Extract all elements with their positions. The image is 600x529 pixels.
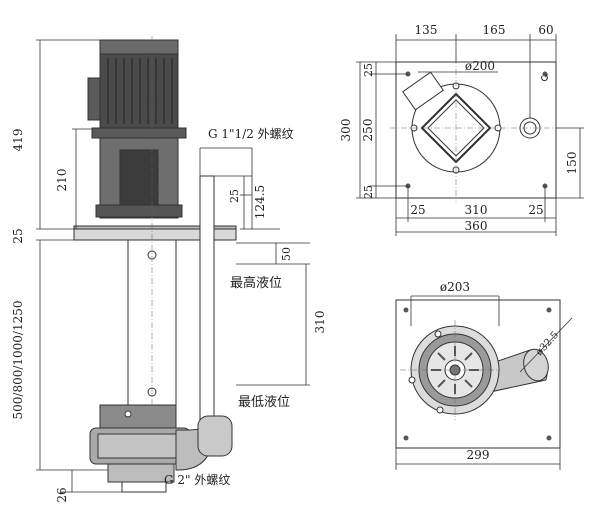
bottom-hole-bl xyxy=(403,435,409,441)
motor-flange xyxy=(91,127,187,139)
coupling-window xyxy=(119,149,159,207)
dim-124-5: 124.5 xyxy=(253,185,267,219)
dim-diameter-200: ø200 xyxy=(465,59,495,73)
dim-bottom-25: 25 xyxy=(362,185,375,199)
motor-top-cap xyxy=(99,39,179,55)
terminal-box-top xyxy=(402,71,444,111)
inlet-thread-label: G 2" 外螺纹 xyxy=(164,473,230,487)
dim-210: 210 xyxy=(55,169,69,192)
pump-casing-top xyxy=(99,404,177,430)
motor-body xyxy=(99,39,179,129)
dim-310-level: 310 xyxy=(313,311,327,334)
side-left-dimensions xyxy=(36,39,122,493)
max-level-label: 最高液位 xyxy=(230,275,282,291)
top-view: ↺ 135 165 60 ø200 300 xyxy=(339,23,584,236)
discharge-pipe xyxy=(199,175,215,433)
suction-inlet xyxy=(121,481,167,493)
dim-left-25: 25 xyxy=(410,203,425,217)
dim-immersion-lengths: 500/800/1000/1250 xyxy=(11,300,25,419)
rotation-mark: ↺ xyxy=(540,71,550,85)
outlet-thread-label: G 1"1/2 外螺纹 xyxy=(208,127,294,141)
dim-360: 360 xyxy=(465,219,488,233)
motor-cooling-fins xyxy=(107,58,173,124)
top-view-dimensions xyxy=(356,34,584,236)
dim-diameter-203: ø203 xyxy=(440,280,470,294)
bottom-hole-br xyxy=(546,435,552,441)
dim-50: 50 xyxy=(280,247,293,261)
dim-250: 250 xyxy=(361,119,375,142)
bottom-hole-tr xyxy=(546,307,552,313)
casing-bolt xyxy=(124,410,132,418)
dim-150: 150 xyxy=(565,152,579,175)
dim-right-25: 25 xyxy=(528,203,543,217)
dim-outlet-25: 25 xyxy=(228,189,241,203)
dim-top-25: 25 xyxy=(362,63,375,77)
bottom-view-dimensions xyxy=(395,295,573,470)
bottom-hole-tl xyxy=(403,307,409,313)
volute-bolt-1 xyxy=(434,330,442,338)
min-level-label: 最低液位 xyxy=(238,395,290,410)
dim-165: 165 xyxy=(483,23,506,37)
base-plate-top xyxy=(73,225,237,230)
dim-299: 299 xyxy=(467,448,490,462)
bracket-lower-flange xyxy=(95,204,183,218)
dim-60: 60 xyxy=(538,23,553,37)
dim-300: 300 xyxy=(339,119,353,142)
bottom-view: ø203 ø32.5 299 xyxy=(395,280,573,470)
discharge-elbow-body xyxy=(197,415,233,457)
side-view: 419 210 25 500/800/1000/1250 26 G 1"1/2 … xyxy=(11,36,327,503)
dim-26: 26 xyxy=(55,487,69,502)
side-right-dimensions xyxy=(199,147,310,386)
volute-bolt-2 xyxy=(408,376,416,384)
mount-hole-tr xyxy=(542,71,548,77)
volute-bolt-3 xyxy=(436,406,444,414)
dim-310: 310 xyxy=(465,203,488,217)
dim-base-25: 25 xyxy=(11,228,25,243)
dim-419: 419 xyxy=(11,129,25,152)
bottom-discharge-outlet xyxy=(523,348,549,382)
volute-face xyxy=(97,433,183,459)
dim-135: 135 xyxy=(415,23,438,37)
